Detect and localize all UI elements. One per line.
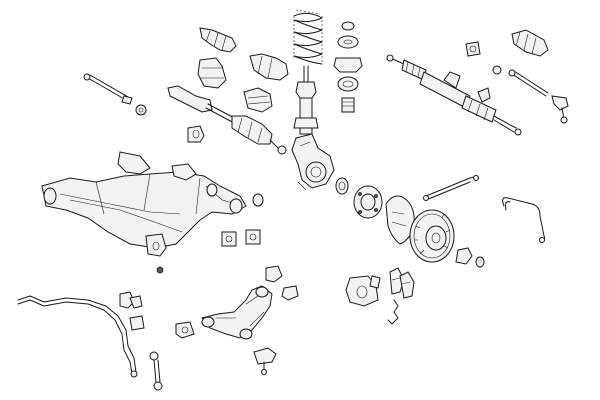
steering-boot [511, 29, 549, 57]
subframe [41, 151, 247, 274]
stabilizer-bar [17, 295, 138, 378]
wheel-hub [353, 185, 383, 219]
control-arm [201, 285, 273, 340]
cv-boot-left [197, 57, 227, 89]
stabilizer-bushing-lower [129, 315, 145, 331]
stabilizer-bushing-upper [119, 291, 143, 309]
shock-absorber [293, 65, 319, 135]
stabilizer-link [149, 351, 163, 391]
subframe-bushing-a [221, 231, 237, 247]
bump-stop [341, 97, 355, 113]
bushing-shaft [187, 125, 205, 143]
cv-boot-mid [243, 87, 273, 113]
bushing-right-top [465, 41, 481, 57]
tie-rod-left [83, 73, 133, 105]
hub-nut [455, 247, 485, 268]
subframe-bushing-b [245, 229, 261, 245]
caliper-spring-clip [387, 299, 399, 325]
drive-shaft [167, 85, 287, 155]
strut-mount-bearing [333, 57, 363, 92]
subframe-bushing-upper [252, 193, 264, 207]
nut-right [492, 65, 502, 75]
abs-sensor-cable [423, 175, 479, 201]
tie-rod-end [551, 95, 569, 124]
cv-boot-upper-mid [249, 53, 289, 81]
steering-rack [386, 54, 522, 136]
steering-knuckle [291, 133, 335, 191]
brake-disc [409, 209, 455, 263]
abs-sensor-wire [502, 197, 546, 243]
coil-spring [293, 9, 323, 65]
control-arm-bushing-left [175, 321, 195, 339]
nut-small [135, 104, 147, 116]
hub-bearing [335, 177, 349, 195]
tie-rod-right [508, 69, 549, 97]
control-arm-bushing-top [265, 265, 283, 283]
brake-pads [389, 267, 415, 299]
control-arm-bushing-right [281, 285, 299, 301]
brake-caliper [345, 275, 381, 307]
cv-boot-top [199, 27, 237, 53]
ball-joint [253, 347, 277, 375]
strut-mount-top [337, 21, 359, 49]
